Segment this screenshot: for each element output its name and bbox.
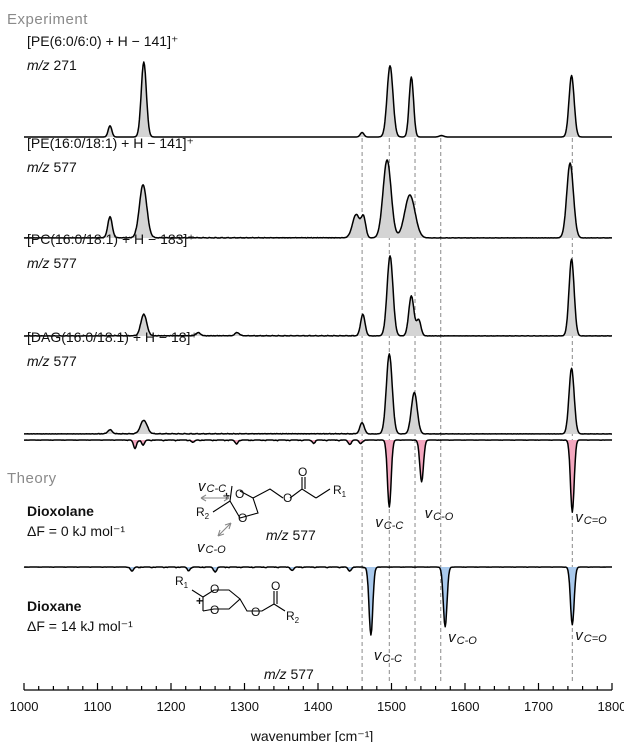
nu-symbol: v	[575, 509, 584, 526]
spectra-traces	[23, 61, 613, 636]
nu-subscript: C=O	[584, 633, 607, 645]
experiment-trace-2	[23, 255, 613, 337]
experiment-fill-1	[24, 159, 612, 238]
theory-mz-0: m/z 577	[266, 527, 316, 543]
experiment-fill-2	[24, 255, 612, 336]
mz-prefix: m/z	[27, 255, 53, 271]
dioxolane-nu-co: vC-O	[197, 539, 226, 556]
theory-trace-0	[23, 439, 613, 513]
dioxane-plus: +	[196, 594, 203, 608]
nu-symbol: v	[375, 514, 384, 531]
mz-value: 577	[53, 159, 77, 175]
dioxane-o1: O	[210, 582, 219, 596]
dioxane-o4: O	[271, 579, 280, 593]
cc-arrow-icon	[200, 494, 230, 502]
experiment-label-2: [PC(16:0/18:1) + H − 183]⁺	[27, 231, 195, 247]
experiment-mz-3: m/z 577	[27, 353, 77, 369]
theory-heading: Theory	[7, 470, 57, 487]
theory-name-1: Dioxane	[27, 598, 82, 614]
theory-fill-0	[24, 440, 612, 513]
experiment-label-3: [DAG(16:0/18:1) + H − 18]⁺	[27, 329, 198, 345]
theory-1-peak-label-1: vC-O	[448, 629, 477, 647]
mz-prefix: m/z	[27, 159, 53, 175]
theory-energy-0: ΔF = 0 kJ mol⁻¹	[27, 523, 125, 539]
theory-trace-1	[23, 566, 613, 636]
x-tick-label-1400: 1400	[304, 699, 333, 714]
experiment-label-1: [PE(16:0/18:1) + H − 141]⁺	[27, 135, 194, 151]
dioxolane-o1: O	[235, 487, 244, 501]
x-axis-label: wavenumber [cm⁻¹]	[250, 728, 374, 742]
dioxolane-nu-cc: vC-C	[198, 478, 226, 495]
theory-1-peak-label-2: vC=O	[575, 627, 607, 645]
nu-subscript: C-O	[457, 635, 478, 647]
dioxolane-o2: O	[238, 511, 247, 525]
experiment-trace-0	[23, 61, 613, 138]
experiment-mz-1: m/z 577	[27, 159, 77, 175]
dioxolane-r1: R1	[333, 483, 347, 499]
dioxolane-bonds	[212, 477, 331, 519]
experiment-trace-3	[23, 353, 613, 435]
experiment-mz-2: m/z 577	[27, 255, 77, 271]
mz-value: 577	[53, 255, 77, 271]
nu-subscript: C-O	[433, 511, 454, 523]
mz-value: 577	[290, 666, 314, 682]
x-axis: 1000 1100 1200 1300 1400 1500 1600 1700 1800	[10, 683, 624, 714]
nu-symbol: v	[448, 629, 457, 646]
nu-symbol: v	[374, 647, 383, 664]
x-tick-label-1300: 1300	[230, 699, 259, 714]
dioxolane-o4: O	[298, 465, 307, 479]
experiment-mz-0: m/z 271	[27, 57, 77, 73]
experiment-label-0: [PE(6:0/6:0) + H − 141]⁺	[27, 33, 178, 49]
nu-subscript: C=O	[584, 515, 607, 527]
theory-energy-1: ΔF = 14 kJ mol⁻¹	[27, 618, 133, 634]
theory-name-0: Dioxolane	[27, 503, 94, 519]
theory-0-peak-label-1: vC-O	[425, 505, 454, 523]
dioxane-o3: O	[251, 605, 260, 619]
dioxolane-r2: R2	[196, 505, 210, 521]
theory-0-peak-label-0: vC-C	[375, 514, 403, 532]
mz-prefix: m/z	[266, 527, 292, 543]
mz-value: 577	[53, 353, 77, 369]
dioxolane-structure: O O O O + R2 R1 vC-C vC-O	[196, 465, 347, 556]
x-tick-label-1600: 1600	[451, 699, 480, 714]
experiment-trace-1	[23, 159, 613, 239]
dioxane-r2: R2	[286, 609, 300, 625]
theory-mz-1: m/z 577	[264, 666, 314, 682]
experiment-heading-text: Experiment	[7, 11, 88, 28]
experiment-fill-3	[24, 353, 612, 434]
experiment-heading: Experiment	[7, 11, 88, 28]
mz-value: 271	[53, 57, 77, 73]
mz-value: 577	[292, 527, 316, 543]
dioxane-bonds	[191, 589, 286, 612]
nu-symbol: v	[575, 627, 584, 644]
mz-prefix: m/z	[27, 57, 53, 73]
nu-subscript: C-C	[384, 520, 404, 532]
experiment-fill-0	[24, 62, 612, 137]
co-arrow-icon	[217, 522, 232, 537]
mz-prefix: m/z	[27, 353, 53, 369]
x-tick-label-1800: 1800	[598, 699, 624, 714]
dioxane-o2: O	[210, 603, 219, 617]
nu-subscript: C-C	[382, 653, 402, 665]
x-tick-label-1000: 1000	[10, 699, 39, 714]
theory-0-peak-label-2: vC=O	[575, 509, 607, 527]
nu-symbol: v	[425, 505, 434, 522]
x-tick-label-1200: 1200	[157, 699, 186, 714]
theory-1-peak-label-0: vC-C	[374, 647, 402, 665]
theory-heading-text: Theory	[7, 470, 57, 487]
mz-prefix: m/z	[264, 666, 290, 682]
dioxolane-o3: O	[283, 491, 292, 505]
x-tick-label-1700: 1700	[524, 699, 553, 714]
dioxane-structure: O O O O + R1 R2	[175, 574, 300, 625]
x-tick-label-1500: 1500	[377, 699, 406, 714]
dioxane-r1: R1	[175, 574, 189, 590]
x-tick-label-1100: 1100	[84, 699, 112, 714]
labels: Experiment Theory wavenumber [cm⁻¹] [PE(…	[7, 11, 607, 742]
